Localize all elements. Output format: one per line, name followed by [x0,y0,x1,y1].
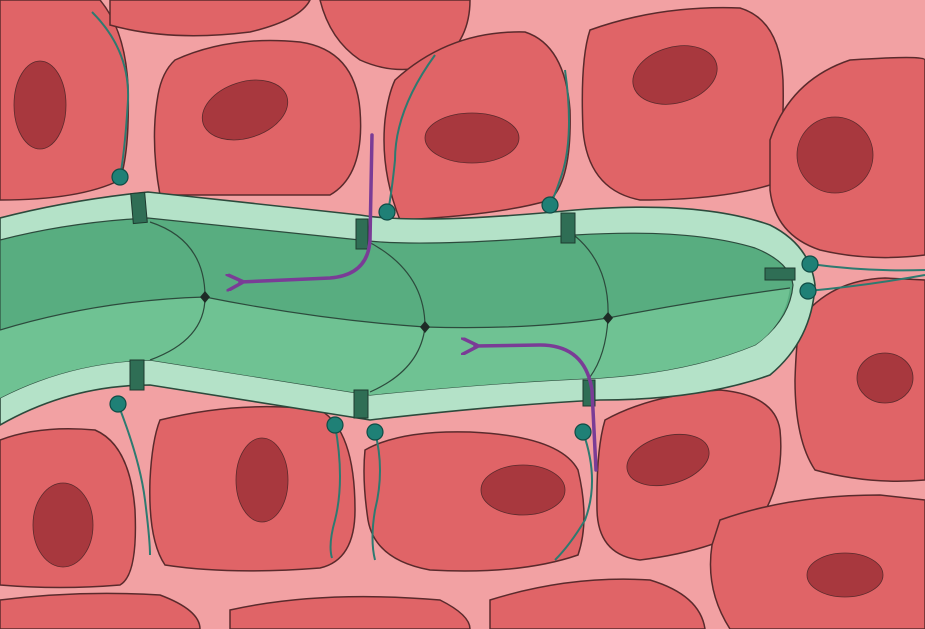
nucleus [424,112,520,164]
nerve-ending-bulb-icon [541,196,559,214]
nerve-ending-bulb-icon [109,395,127,413]
cell [109,0,311,37]
nerve-ending-bulb-icon [111,168,129,186]
junction-point [603,312,613,324]
wall-junction [560,212,576,244]
nucleus [856,352,914,404]
cell-layer-top [0,0,925,259]
wall-junction [129,359,145,391]
wall-junction [764,267,796,281]
nerve-fiber [371,431,381,561]
nucleus [626,433,710,487]
wall-junction [353,389,369,419]
cell [319,0,471,71]
central-channel [0,191,816,426]
junction-point [420,321,430,333]
cell [229,595,471,629]
nucleus [480,464,566,516]
cell [581,6,784,201]
nucleus [13,60,67,150]
wall-junction [355,218,369,250]
nerve-fiber [387,54,436,213]
nerve-fiber [91,11,130,178]
curved-arrow-icon [240,133,374,282]
nerve-fiber [807,274,925,292]
nerve-ending-bulb-icon [378,203,396,221]
nerve-fiber [117,403,151,556]
nerve-ending-bulb-icon [366,423,384,441]
junction-point [200,291,210,303]
nerve-ending-bulb-icon [801,255,819,273]
nucleus [32,482,94,568]
nerve-terminals [91,11,925,561]
wall-junction [130,191,148,225]
nerve-ending-bulb-icon [799,282,817,300]
nucleus [632,45,718,105]
nerve-fiber [809,263,925,272]
nerve-ending-bulb-icon [574,423,592,441]
curved-arrow-icon [475,345,598,472]
cell-layer-bottom [0,277,925,629]
nerve-fiber [554,431,593,561]
cell [0,592,201,629]
nerve-fiber [329,424,341,559]
channel-lumen-lower [0,288,790,398]
cell [489,578,706,629]
nerve-ending-bulb-icon [326,416,344,434]
flow-arrows [240,133,598,472]
nucleus [235,437,289,523]
nucleus [806,552,884,598]
nucleus [201,79,289,141]
nucleus [796,116,874,194]
